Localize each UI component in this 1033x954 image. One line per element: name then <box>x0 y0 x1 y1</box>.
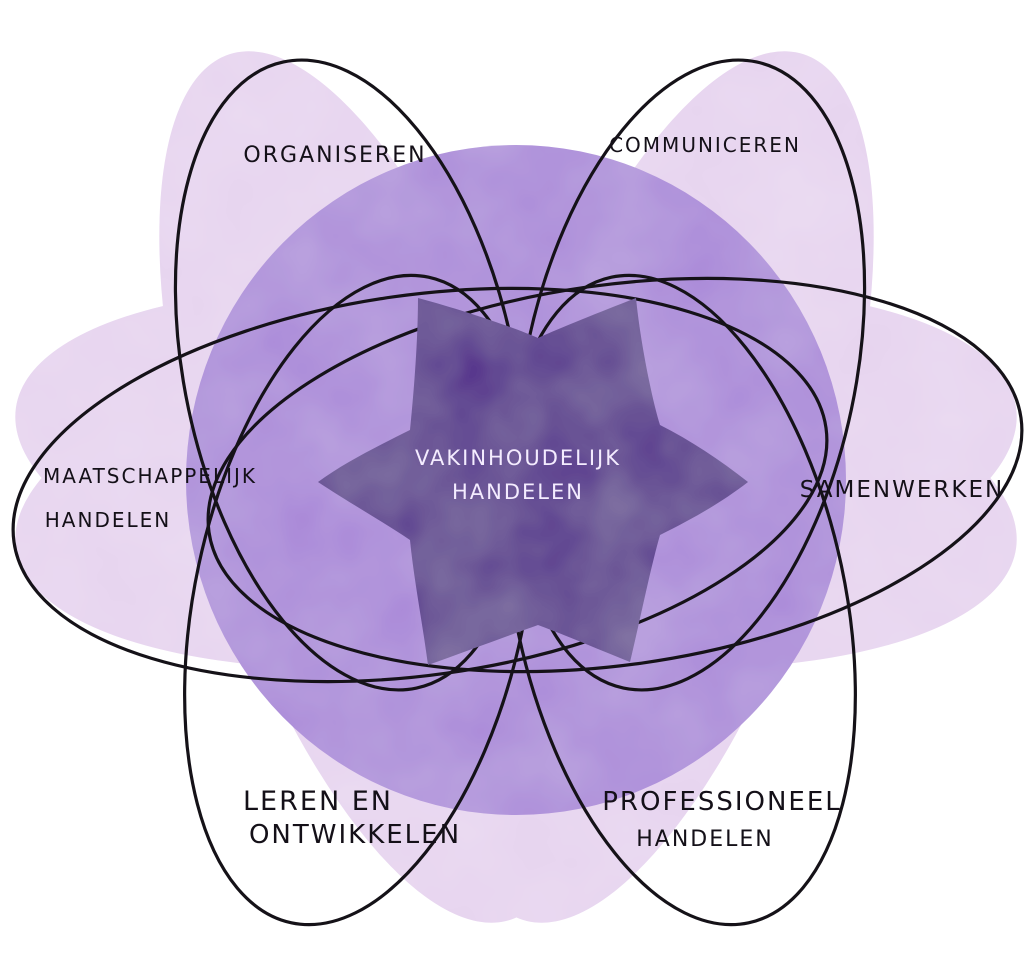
label-leren: LEREN EN <box>243 786 393 817</box>
label-samenwerken: SAMENWERKEN <box>800 477 1004 503</box>
label-center-line2: HANDELEN <box>452 480 584 504</box>
label-maatschappelijk-line2: HANDELEN <box>45 508 171 532</box>
label-professioneel-line2: HANDELEN <box>636 827 774 852</box>
oval-leren <box>183 273 537 927</box>
label-communiceren: COMMUNICEREN <box>609 133 801 157</box>
label-leren-line2: ONTWIKKELEN <box>249 820 461 850</box>
oval-maatschappelijk <box>11 286 829 684</box>
oval-professioneel <box>503 273 857 927</box>
label-professioneel: PROFESSIONEEL <box>602 787 842 817</box>
label-center-line1: VAKINHOUDELIJK <box>415 446 621 470</box>
label-organiseren: ORGANISEREN <box>243 143 426 168</box>
center-star <box>318 298 748 665</box>
label-maatschappelijk: MAATSCHAPPELIJK <box>43 464 257 488</box>
